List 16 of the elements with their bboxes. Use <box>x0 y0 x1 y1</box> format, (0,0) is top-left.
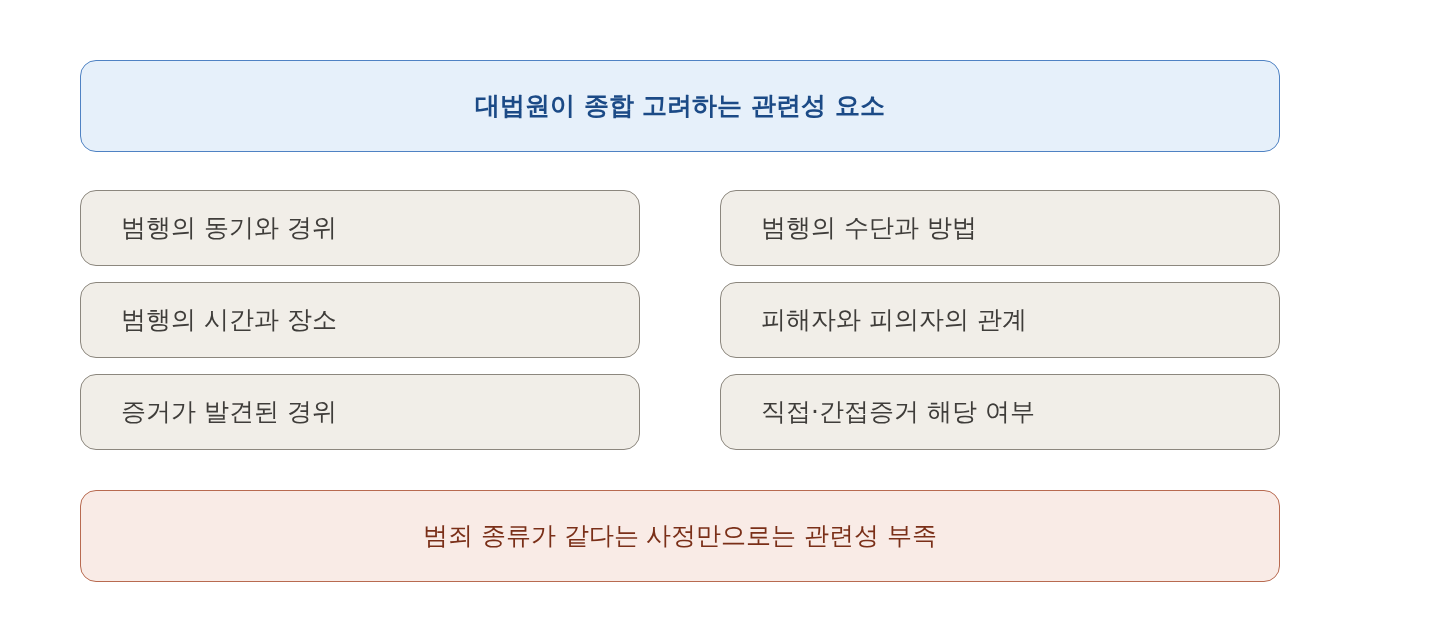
factor-card <box>720 374 1280 450</box>
factor-label: 증거가 발견된 경위 <box>121 397 337 427</box>
factor-label: 범행의 동기와 경위 <box>121 213 337 243</box>
factor-card <box>80 190 640 266</box>
conclusion-text: 범죄 종류가 같다는 사정만으로는 관련성 부족 <box>422 521 938 551</box>
factor-card <box>80 374 640 450</box>
factor-label: 범행의 시간과 장소 <box>121 305 337 335</box>
factor-card <box>720 190 1280 266</box>
conclusion-panel <box>80 490 1280 582</box>
factor-label: 피해자와 피의자의 관계 <box>761 305 1027 335</box>
heading-panel <box>80 60 1280 152</box>
factor-label: 범행의 수단과 방법 <box>761 213 977 243</box>
factor-card <box>80 282 640 358</box>
factor-card <box>720 282 1280 358</box>
factor-label: 직접·간접증거 해당 여부 <box>761 397 1035 427</box>
heading-text: 대법원이 종합 고려하는 관련성 요소 <box>475 91 885 121</box>
